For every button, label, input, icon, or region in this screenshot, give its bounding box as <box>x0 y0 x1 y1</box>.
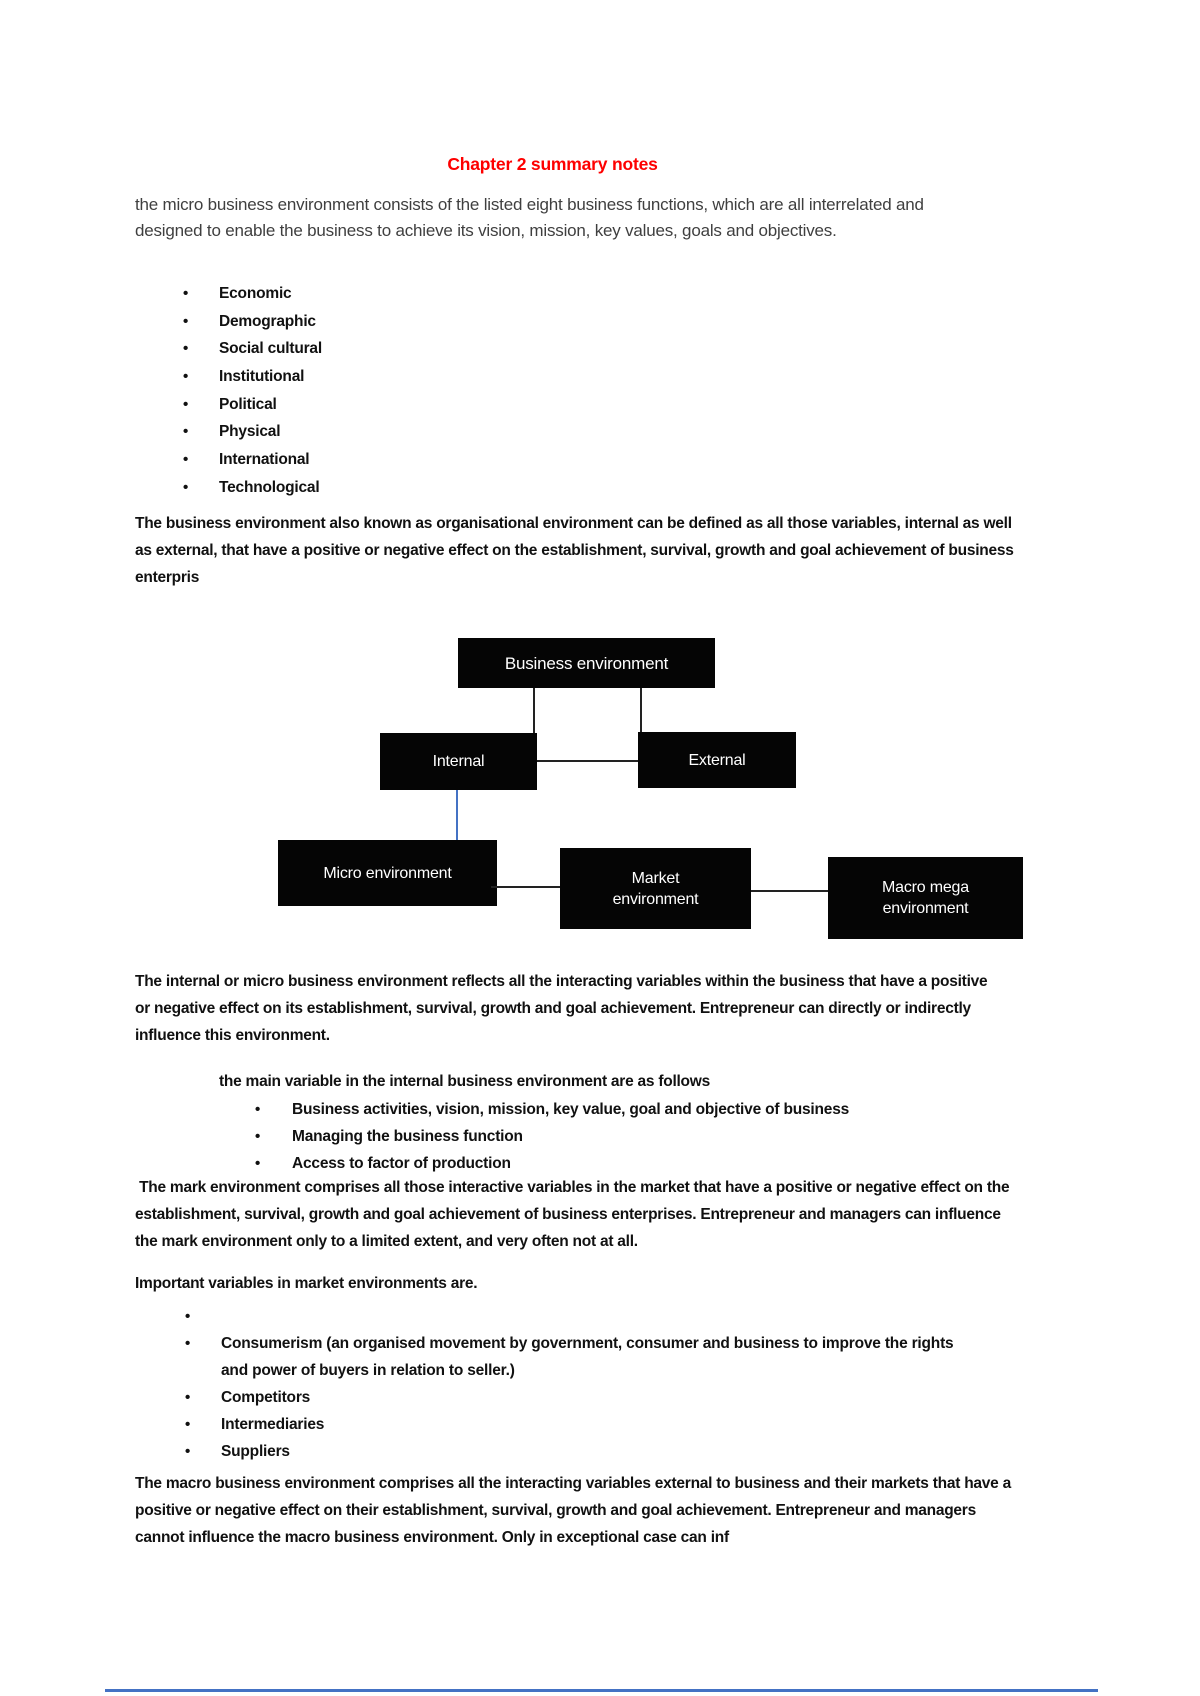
connector-business-external-line <box>640 688 642 732</box>
diagram-node-label: Business environment <box>504 653 669 673</box>
page-title: Chapter 2 summary notes <box>447 154 658 174</box>
diagram-node-label: Macro mega environment <box>882 879 969 917</box>
diagram-node-external: External <box>638 732 796 788</box>
list-item-label: Competitors <box>221 1389 311 1406</box>
list-item-label: Institutional <box>219 368 305 386</box>
list-item-label: Social cultural <box>219 340 322 358</box>
list-item-label: Managing the business function <box>292 1128 523 1145</box>
list-item-label: Consumerism (an organised movement by go… <box>221 1335 954 1379</box>
list-item: Consumerism (an organised movement by go… <box>185 1330 985 1384</box>
list-item-label: Technological <box>219 478 320 496</box>
list-item-label: Access to factor of production <box>292 1155 511 1172</box>
macro-environment-paragraph: The macro business environment comprises… <box>135 1475 1016 1546</box>
diagram-node-label: Internal <box>432 753 485 770</box>
connector-internal-micro-line <box>456 790 458 840</box>
list-item: Physical <box>183 418 783 446</box>
market-variables-intro: Important variables in market environmen… <box>135 1275 478 1292</box>
connector-internal-external-line <box>537 760 638 762</box>
list-item: Intermediaries <box>185 1411 985 1438</box>
diagram-node-micro-environment: Micro environment <box>278 840 497 906</box>
list-item <box>185 1303 985 1330</box>
list-item-label: Intermediaries <box>221 1416 325 1433</box>
diagram-node-market-environment: Market environment <box>560 848 751 929</box>
list-item: Political <box>183 391 783 419</box>
list-item-label: Political <box>219 395 277 413</box>
diagram-node-business-environment: Business environment <box>458 638 715 688</box>
internal-variables-list: Business activities, vision, mission, ke… <box>255 1096 1015 1177</box>
diagram-node-macro-mega-environment: Macro mega environment <box>828 857 1023 939</box>
definition-paragraph: The business environment also known as o… <box>135 515 1018 586</box>
list-item: Access to factor of production <box>255 1150 1015 1177</box>
connector-market-macro-line <box>751 890 828 892</box>
diagram-node-internal: Internal <box>380 733 537 790</box>
list-item: Managing the business function <box>255 1123 1015 1150</box>
list-item: Suppliers <box>185 1438 985 1465</box>
list-item: Demographic <box>183 308 783 336</box>
list-item-label: Suppliers <box>221 1443 290 1460</box>
list-item-label: Demographic <box>219 312 316 330</box>
bottom-divider-line <box>105 1689 1098 1692</box>
diagram-node-label: Market environment <box>612 869 699 908</box>
list-item-label: Physical <box>219 423 281 441</box>
list-item-label: Economic <box>219 285 292 302</box>
diagram-node-label: External <box>688 751 746 769</box>
list-item: Institutional <box>183 363 783 391</box>
list-item: Technological <box>183 474 783 502</box>
list-item: Business activities, vision, mission, ke… <box>255 1096 1015 1123</box>
list-item: Economic <box>183 280 783 308</box>
list-item: International <box>183 446 783 474</box>
environment-factors-list: Economic Demographic Social cultural Ins… <box>183 280 783 502</box>
list-item-label: Business activities, vision, mission, ke… <box>292 1101 850 1118</box>
market-variables-list: Consumerism (an organised movement by go… <box>185 1303 985 1465</box>
internal-variables-intro: the main variable in the internal busine… <box>219 1073 710 1090</box>
list-item-label: International <box>219 451 310 469</box>
intro-paragraph: the micro business environment consists … <box>135 195 929 240</box>
internal-environment-paragraph: The internal or micro business environme… <box>135 973 992 1044</box>
diagram-node-label: Micro environment <box>323 864 452 882</box>
connector-business-internal-line <box>533 688 535 733</box>
list-item: Social cultural <box>183 335 783 363</box>
connector-micro-market-line <box>491 886 560 888</box>
list-item: Competitors <box>185 1384 985 1411</box>
market-environment-paragraph: The mark environment comprises all those… <box>135 1179 1014 1250</box>
